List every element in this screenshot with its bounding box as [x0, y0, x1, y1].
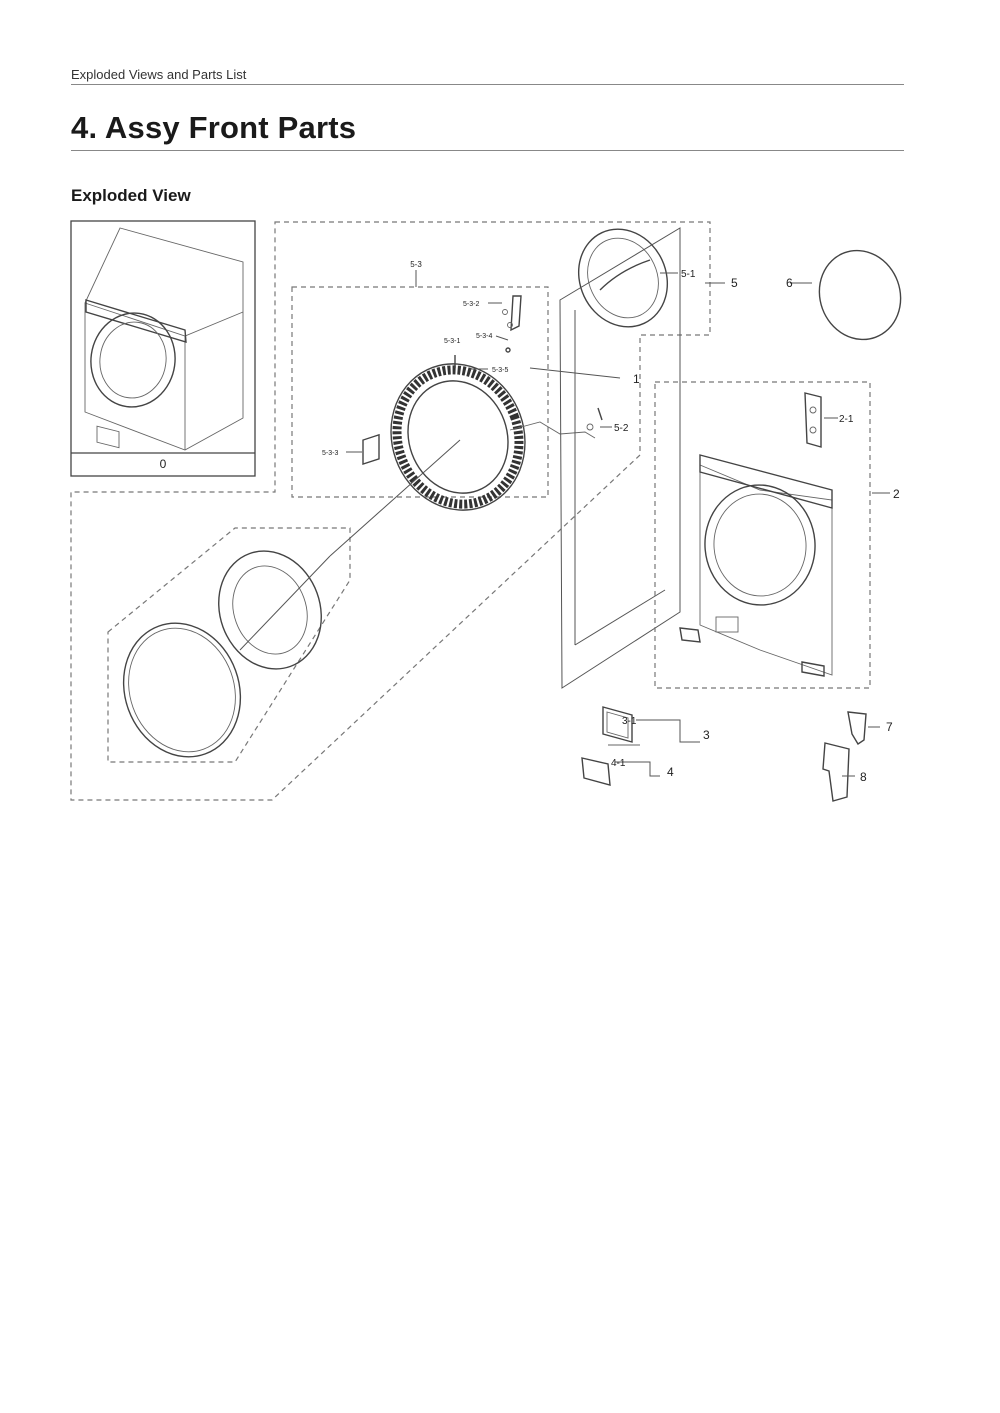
exploded-view-heading: Exploded View: [71, 186, 191, 205]
callout-5-3-2: 5-3-2: [463, 301, 479, 308]
door-frame-ring: [329, 295, 526, 557]
callout-5-3-3: 5-3-3: [322, 450, 338, 457]
front-panel-outline: [559, 227, 681, 689]
door-hinge-group-boundary: [291, 286, 549, 498]
callout-2: 2: [893, 487, 900, 501]
callout-0: 0: [160, 457, 167, 471]
callout-5-3-1: 5-3-1: [444, 338, 460, 345]
callout-7: 7: [886, 720, 893, 734]
running-head: Exploded Views and Parts List: [71, 67, 247, 82]
callout-4-1: 4-1: [611, 758, 626, 769]
callout-5-1: 5-1: [681, 269, 696, 280]
assembled-unit-inset: [70, 220, 256, 477]
door-seal-ring: [818, 249, 902, 341]
filter-and-latch-parts: [581, 706, 867, 802]
callout-5: 5: [731, 276, 738, 290]
callout-5-2: 5-2: [614, 423, 629, 434]
callout-1: 1: [633, 372, 640, 386]
door-outer-assembly: [509, 228, 669, 439]
door-group-boundary: [70, 221, 711, 801]
door-glass-group-boundary: [107, 527, 351, 763]
panel-group-boundary: [654, 381, 871, 689]
header-rule: [71, 84, 904, 85]
callout-3: 3: [703, 728, 710, 742]
callout-5-3: 5-3: [410, 260, 422, 269]
callout-2-1: 2-1: [839, 414, 854, 425]
title-rule: [71, 150, 904, 151]
door-glass-parts: [122, 550, 331, 758]
callout-4: 4: [667, 765, 674, 779]
callout-8: 8: [860, 770, 867, 784]
callout-6: 6: [786, 276, 793, 290]
callout-5-3-5: 5-3-5: [492, 367, 508, 374]
section-title: 4. Assy Front Parts: [71, 110, 357, 145]
front-panel-assembly: [679, 392, 833, 677]
callout-3-1: 3-1: [622, 716, 637, 727]
leader-lines: [346, 270, 890, 777]
callout-5-3-4: 5-3-4: [476, 333, 492, 340]
